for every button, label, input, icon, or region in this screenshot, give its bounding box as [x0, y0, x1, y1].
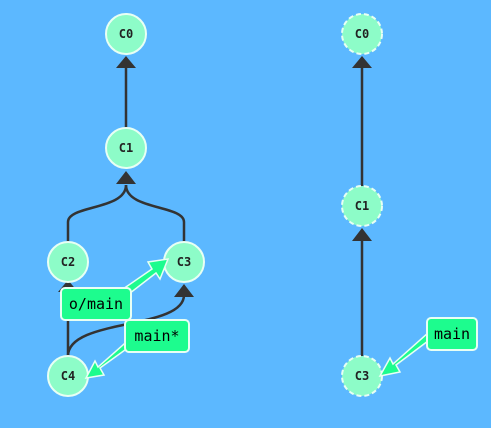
branch-origin-main-box	[60, 287, 132, 321]
branch-main-local-box	[124, 319, 190, 353]
arrowhead-c1	[116, 171, 136, 184]
remote-commit-c3[interactable]: C3	[341, 355, 383, 397]
commit-c0[interactable]: C0	[105, 13, 147, 55]
remote-commit-c1-label: C1	[355, 199, 369, 213]
arrowhead-c0	[116, 56, 136, 68]
branch-main-remote-box	[426, 317, 478, 351]
branch-origin-main-label: o/main	[69, 295, 123, 313]
remote-arrowheads	[352, 56, 372, 241]
branch-main-local-label: main*	[134, 327, 179, 345]
commit-c4[interactable]: C4	[47, 355, 89, 397]
commit-c0-label: C0	[119, 27, 133, 41]
remote-commit-c0[interactable]: C0	[341, 13, 383, 55]
commit-c2[interactable]: C2	[47, 241, 89, 283]
branch-origin-main[interactable]: o/main	[60, 258, 170, 321]
branch-main-remote[interactable]: main	[378, 317, 478, 378]
remote-repo-graph: C0 C1 C3 main	[341, 13, 478, 397]
commit-c4-label: C4	[61, 369, 75, 383]
commit-c3[interactable]: C3	[163, 241, 205, 283]
local-repo-graph: C0 C1 C2 C3 o/main C4 m	[47, 13, 205, 397]
commit-c3-label: C3	[177, 255, 191, 269]
edge-c3-c1	[124, 184, 186, 244]
arrowhead-remote-c1	[352, 228, 372, 241]
remote-commit-c1[interactable]: C1	[341, 185, 383, 227]
remote-commit-c3-label: C3	[355, 369, 369, 383]
edge-c2-c1	[66, 184, 128, 244]
branch-main-remote-arrow-shape	[378, 331, 434, 378]
remote-commit-c0-label: C0	[355, 27, 369, 41]
commit-c2-label: C2	[61, 255, 75, 269]
commit-c1[interactable]: C1	[105, 127, 147, 169]
arrowhead-c3	[174, 284, 194, 297]
arrowhead-remote-c0	[352, 56, 372, 68]
branch-main-local[interactable]: main*	[84, 319, 190, 379]
branch-main-remote-label: main	[434, 325, 470, 343]
commit-c1-label: C1	[119, 141, 133, 155]
